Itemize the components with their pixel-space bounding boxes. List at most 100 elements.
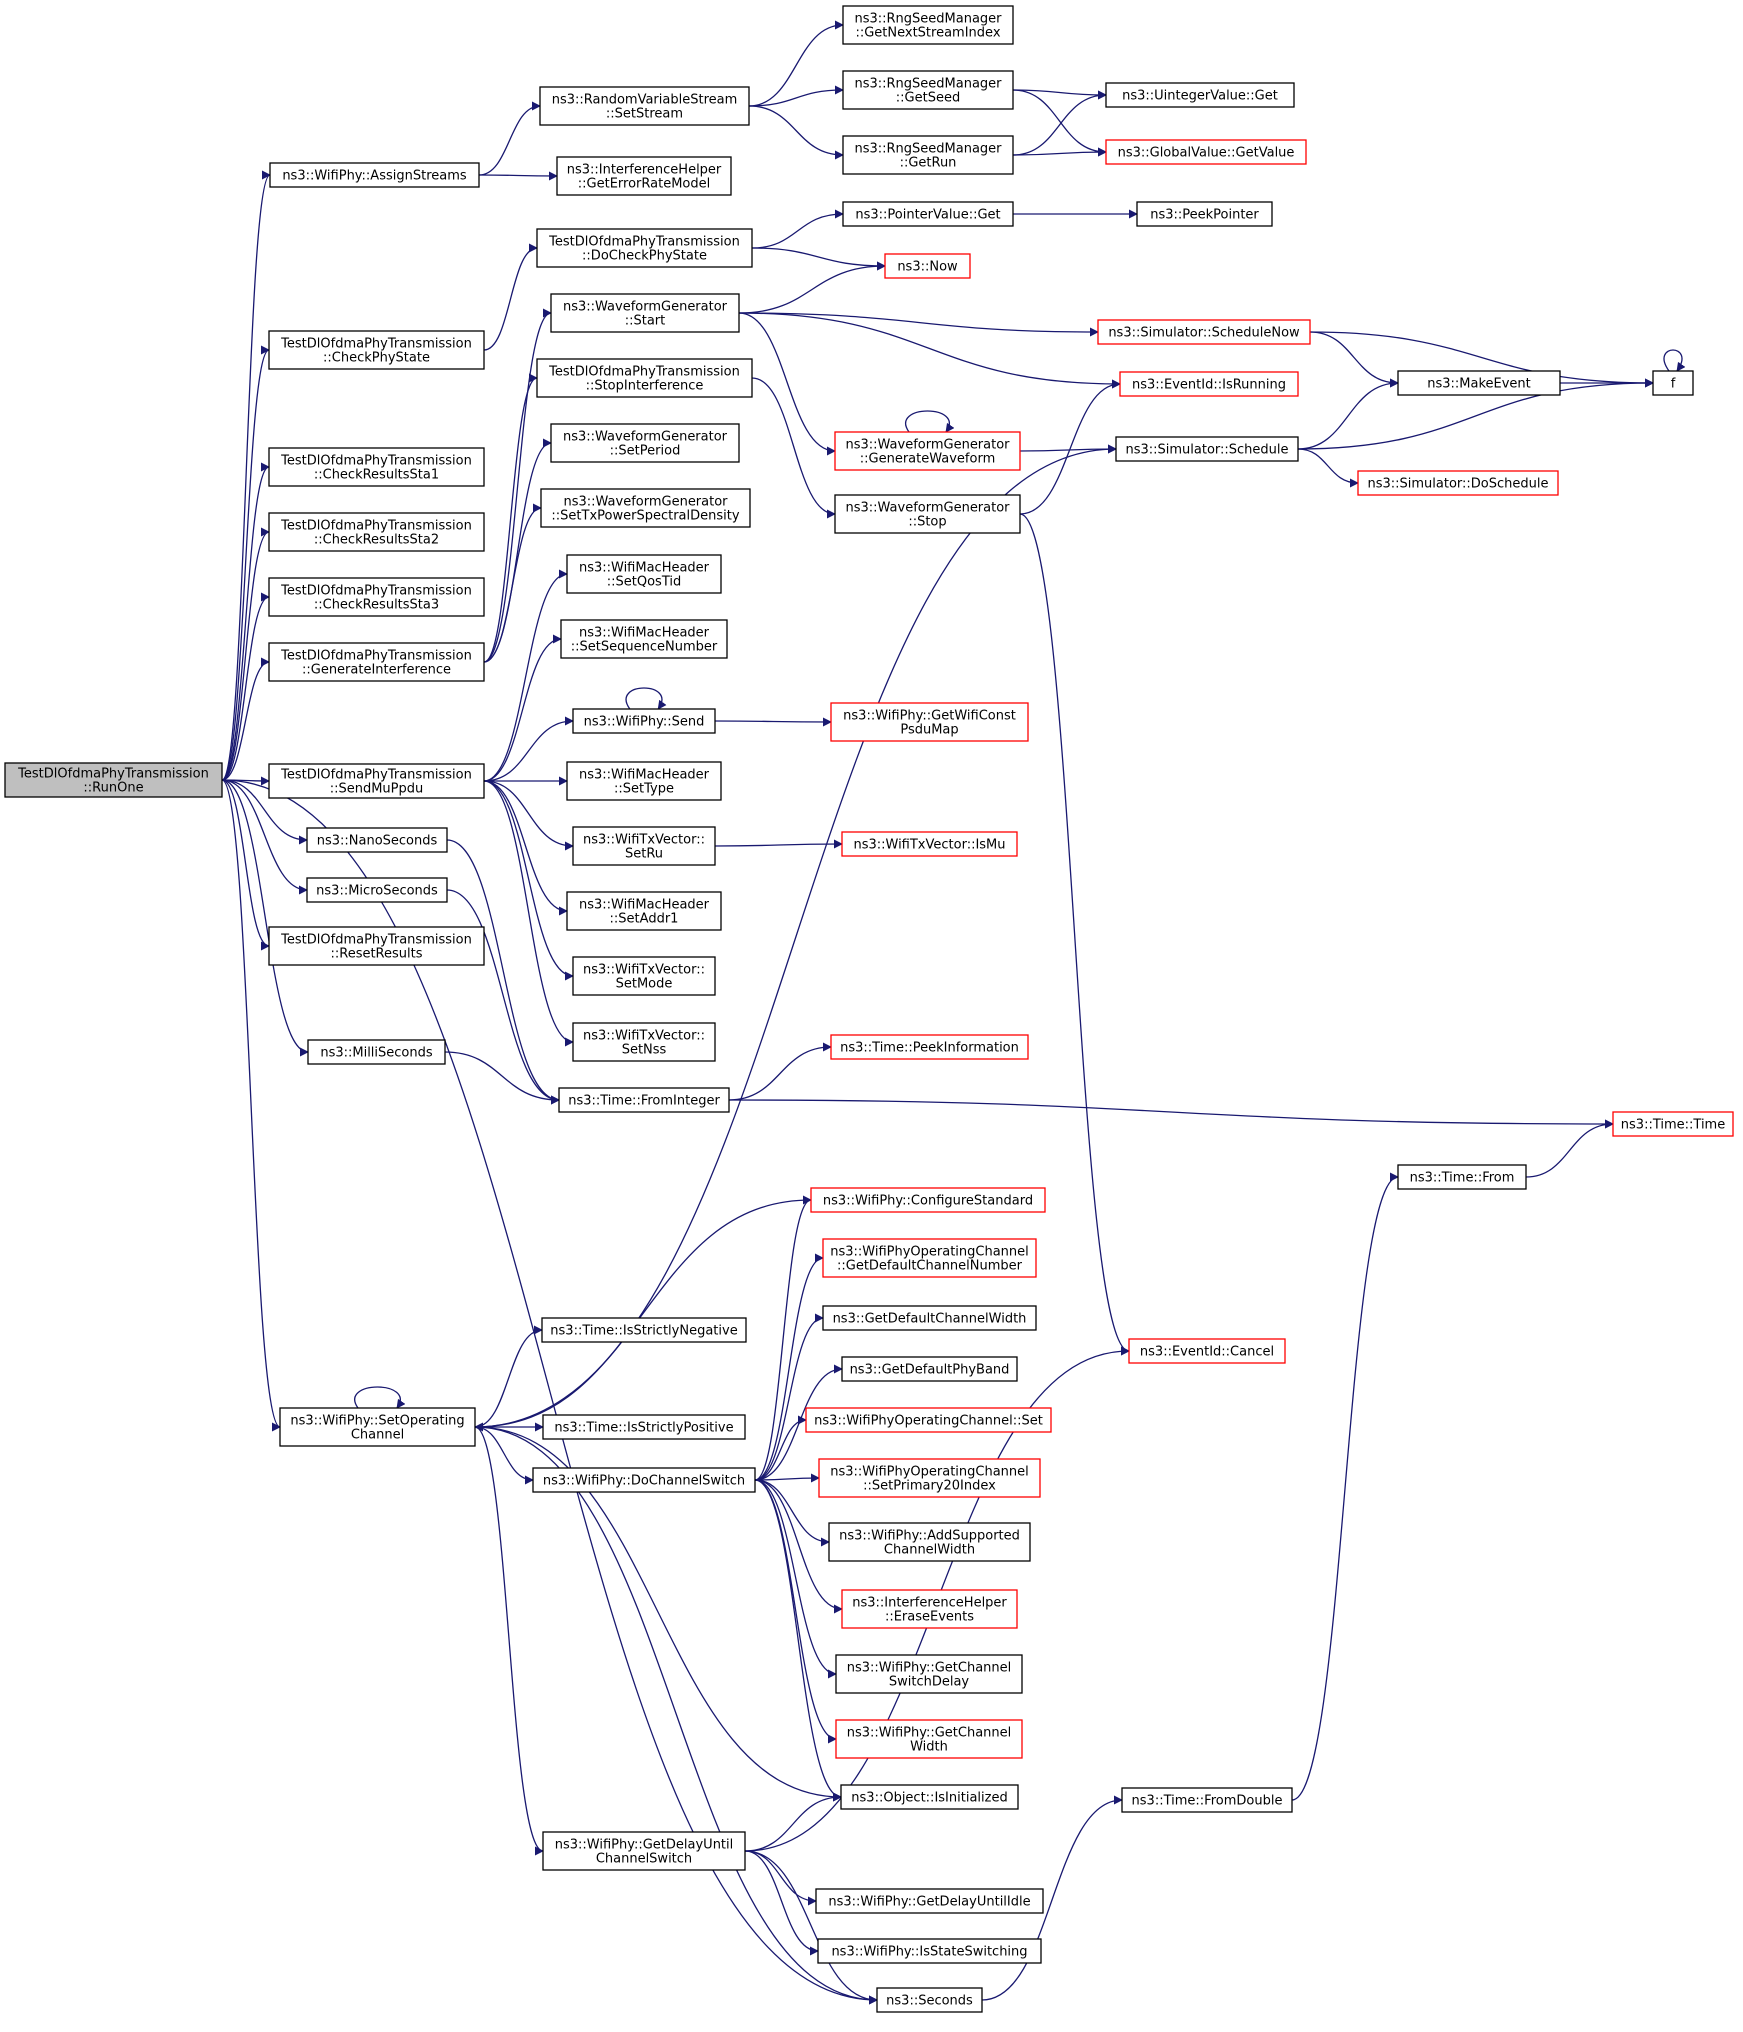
node-setstream[interactable]: ns3::RandomVariableStream::SetStream <box>539 86 750 126</box>
node-checkresultssta3[interactable]: TestDlOfdmaPhyTransmission::CheckResults… <box>268 577 485 617</box>
node-setprimary20index[interactable]: ns3::WifiPhyOperatingChannel::SetPrimary… <box>818 1458 1041 1498</box>
node-sendmuppdu[interactable]: TestDlOfdmaPhyTransmission::SendMuPpdu <box>268 763 485 799</box>
edge-dochannelswitch-to-getchannelswitchdelay <box>754 1479 837 1679</box>
node-label: TestDlOfdmaPhyTransmission <box>280 519 472 534</box>
edge-sendmuppdu-to-setsequencenumber <box>483 634 562 782</box>
node-runone[interactable]: TestDlOfdmaPhyTransmission::RunOne <box>4 762 223 798</box>
edge-generateinterference-to-wg-start <box>483 308 552 663</box>
node-microseconds[interactable]: ns3::MicroSeconds <box>306 877 448 903</box>
node-checkresultssta2[interactable]: TestDlOfdmaPhyTransmission::CheckResults… <box>268 512 485 552</box>
node-getdefaultphyband[interactable]: ns3::GetDefaultPhyBand <box>841 1356 1018 1382</box>
node-isinitialized[interactable]: ns3::Object::IsInitialized <box>840 1784 1019 1810</box>
node-setperiod[interactable]: ns3::WaveformGenerator::SetPeriod <box>550 423 740 463</box>
node-label: ::SetType <box>614 782 674 797</box>
node-docheckphystate[interactable]: TestDlOfdmaPhyTransmission::DoCheckPhySt… <box>536 228 753 268</box>
node-getdefaultchannelwidth[interactable]: ns3::GetDefaultChannelWidth <box>822 1305 1037 1331</box>
node-settype[interactable]: ns3::WifiMacHeader::SetType <box>566 761 722 801</box>
node-checkphystate[interactable]: TestDlOfdmaPhyTransmission::CheckPhyStat… <box>268 330 485 370</box>
node-label: ns3::Simulator::ScheduleNow <box>1108 326 1300 341</box>
node-peekpointer[interactable]: ns3::PeekPointer <box>1136 201 1273 227</box>
edge-generateinterference-to-settxpsd <box>483 503 542 663</box>
node-seconds[interactable]: ns3::Seconds <box>876 1987 983 2013</box>
edge-dochannelswitch-to-addsupportedchannelwidth <box>754 1479 830 1547</box>
node-fromdouble[interactable]: ns3::Time::FromDouble <box>1121 1787 1293 1813</box>
node-checkresultssta1[interactable]: TestDlOfdmaPhyTransmission::CheckResults… <box>268 447 485 487</box>
node-dochannelswitch[interactable]: ns3::WifiPhy::DoChannelSwitch <box>532 1467 756 1493</box>
node-isrunning[interactable]: ns3::EventId::IsRunning <box>1119 371 1299 397</box>
node-milliseconds[interactable]: ns3::MilliSeconds <box>307 1039 446 1065</box>
node-time-from[interactable]: ns3::Time::From <box>1397 1164 1527 1190</box>
node-uintegervalue-get[interactable]: ns3::UintegerValue::Get <box>1105 82 1295 108</box>
node-peekinformation[interactable]: ns3::Time::PeekInformation <box>830 1034 1029 1060</box>
node-makeevent[interactable]: ns3::MakeEvent <box>1397 370 1561 396</box>
node-setsequencenumber[interactable]: ns3::WifiMacHeader::SetSequenceNumber <box>560 619 728 659</box>
node-isstrictlynegative[interactable]: ns3::Time::IsStrictlyNegative <box>541 1317 747 1343</box>
node-label: ns3::GlobalValue::GetValue <box>1118 146 1295 161</box>
node-layer: TestDlOfdmaPhyTransmission::RunOnens3::W… <box>4 5 1734 2013</box>
edge-dochannelswitch-to-getdefaultchannelnumber <box>754 1253 824 1481</box>
node-wg-start[interactable]: ns3::WaveformGenerator::Start <box>550 293 740 333</box>
node-now[interactable]: ns3::Now <box>884 253 971 279</box>
node-assignstreams[interactable]: ns3::WifiPhy::AssignStreams <box>269 162 480 188</box>
node-generateinterference[interactable]: TestDlOfdmaPhyTransmission::GenerateInte… <box>268 642 485 682</box>
node-setmode[interactable]: ns3::WifiTxVector::SetMode <box>572 956 716 996</box>
node-ismu[interactable]: ns3::WifiTxVector::IsMu <box>841 831 1018 857</box>
edge-nanoseconds-to-frominteger <box>446 839 560 1105</box>
edge-runone-to-assignstreams <box>221 170 271 781</box>
node-box <box>4 762 223 798</box>
node-f[interactable]: f <box>1652 370 1694 396</box>
node-wg-stop[interactable]: ns3::WaveformGenerator::Stop <box>834 494 1021 534</box>
node-nanoseconds[interactable]: ns3::NanoSeconds <box>306 827 448 853</box>
edge-docheckphystate-to-pointervalue-get <box>751 209 844 249</box>
node-eraseevents[interactable]: ns3::InterferenceHelper::EraseEvents <box>841 1589 1018 1629</box>
node-configurestandard[interactable]: ns3::WifiPhy::ConfigureStandard <box>810 1187 1046 1213</box>
node-resetresults[interactable]: TestDlOfdmaPhyTransmission::ResetResults <box>268 926 485 966</box>
node-label: Width <box>910 1740 948 1755</box>
node-operatingchannel-set[interactable]: ns3::WifiPhyOperatingChannel::Set <box>805 1407 1052 1433</box>
node-label: ns3::Object::IsInitialized <box>851 1791 1007 1806</box>
node-doschedule[interactable]: ns3::Simulator::DoSchedule <box>1357 470 1559 496</box>
node-wifiphy-send[interactable]: ns3::WifiPhy::Send <box>572 708 716 734</box>
node-getdelayuntilidle[interactable]: ns3::WifiPhy::GetDelayUntilIdle <box>815 1888 1044 1914</box>
node-getnextstreamindex[interactable]: ns3::RngSeedManager::GetNextStreamIndex <box>842 5 1014 45</box>
node-schedulenow[interactable]: ns3::Simulator::ScheduleNow <box>1097 319 1311 345</box>
node-globalvalue-getvalue[interactable]: ns3::GlobalValue::GetValue <box>1105 139 1307 165</box>
node-label: ns3::RngSeedManager <box>854 142 1002 157</box>
node-frominteger[interactable]: ns3::Time::FromInteger <box>558 1087 730 1113</box>
node-box <box>828 1522 1031 1562</box>
node-box <box>884 253 971 279</box>
node-isstrictlypositive[interactable]: ns3::Time::IsStrictlyPositive <box>542 1414 746 1440</box>
edge-setru-to-ismu <box>714 839 843 849</box>
node-isstateswitching[interactable]: ns3::WifiPhy::IsStateSwitching <box>817 1938 1042 1964</box>
node-time-time[interactable]: ns3::Time::Time <box>1612 1111 1734 1137</box>
node-setnss[interactable]: ns3::WifiTxVector::SetNss <box>572 1022 716 1062</box>
node-pointervalue-get[interactable]: ns3::PointerValue::Get <box>842 201 1014 227</box>
node-generatewaveform[interactable]: ns3::WaveformGenerator::GenerateWaveform <box>834 431 1021 471</box>
node-stopinterference[interactable]: TestDlOfdmaPhyTransmission::StopInterfer… <box>536 358 753 398</box>
node-label: ns3::PeekPointer <box>1150 208 1259 223</box>
node-setqostid[interactable]: ns3::WifiMacHeader::SetQosTid <box>566 554 722 594</box>
node-geterrorratemodel[interactable]: ns3::InterferenceHelper::GetErrorRateMod… <box>556 156 732 196</box>
node-box <box>842 135 1014 175</box>
node-getrun[interactable]: ns3::RngSeedManager::GetRun <box>842 135 1014 175</box>
node-setaddr1[interactable]: ns3::WifiMacHeader::SetAddr1 <box>566 891 722 931</box>
node-settxpsd[interactable]: ns3::WaveformGenerator::SetTxPowerSpectr… <box>540 488 751 528</box>
node-getseed[interactable]: ns3::RngSeedManager::GetSeed <box>842 70 1014 110</box>
node-label: ns3::MakeEvent <box>1427 377 1531 392</box>
node-cancel[interactable]: ns3::EventId::Cancel <box>1128 1338 1286 1364</box>
node-label: ::RunOne <box>83 781 143 796</box>
node-getdefaultchannelnumber[interactable]: ns3::WifiPhyOperatingChannel::GetDefault… <box>822 1238 1037 1278</box>
node-setru[interactable]: ns3::WifiTxVector::SetRu <box>572 826 716 866</box>
node-label: ::GenerateInterference <box>302 663 451 678</box>
node-label: Channel <box>351 1428 404 1443</box>
node-schedule[interactable]: ns3::Simulator::Schedule <box>1115 436 1299 462</box>
node-box <box>1397 1164 1527 1190</box>
edge-configurestandard-to-setoperatingchannel <box>474 1199 812 1432</box>
edge-wg-start-to-generatewaveform <box>738 312 836 456</box>
